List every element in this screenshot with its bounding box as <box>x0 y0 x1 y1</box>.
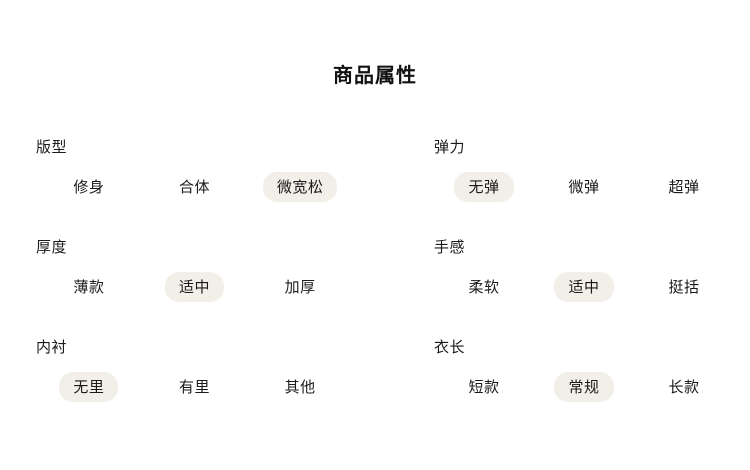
option-cell[interactable]: 加厚 <box>247 272 353 302</box>
attribute-option[interactable]: 柔软 <box>468 278 500 296</box>
option-cell[interactable]: 常规 <box>534 372 634 402</box>
attribute-group-yichang: 衣长 短款 常规 长款 <box>375 336 750 436</box>
attribute-group-label: 版型 <box>36 138 68 156</box>
attribute-option-row: 柔软 适中 挺括 <box>434 272 734 302</box>
option-cell[interactable]: 薄款 <box>36 272 142 302</box>
attribute-option[interactable]: 其他 <box>284 378 316 396</box>
option-cell[interactable]: 修身 <box>36 172 142 202</box>
attribute-option[interactable]: 修身 <box>73 178 105 196</box>
option-cell[interactable]: 适中 <box>142 272 248 302</box>
attribute-option-row: 短款 常规 长款 <box>434 372 734 402</box>
attribute-groups-grid: 版型 修身 合体 微宽松 弹力 无弹 微弹 <box>0 136 750 436</box>
attribute-group-banxing: 版型 修身 合体 微宽松 <box>0 136 375 236</box>
attribute-option[interactable]: 短款 <box>468 378 500 396</box>
option-cell[interactable]: 合体 <box>142 172 248 202</box>
attribute-group-danli: 弹力 无弹 微弹 超弹 <box>375 136 750 236</box>
attribute-option[interactable]: 超弹 <box>668 178 700 196</box>
attribute-group-label: 衣长 <box>434 338 466 356</box>
option-cell[interactable]: 无里 <box>36 372 142 402</box>
option-cell[interactable]: 长款 <box>634 372 734 402</box>
attribute-option[interactable]: 薄款 <box>73 278 105 296</box>
option-cell[interactable]: 超弹 <box>634 172 734 202</box>
attribute-option-selected[interactable]: 微宽松 <box>262 172 338 202</box>
attribute-group-neichen: 内衬 无里 有里 其他 <box>0 336 375 436</box>
attribute-option-selected[interactable]: 无弹 <box>454 172 514 202</box>
attribute-group-label: 弹力 <box>434 138 466 156</box>
option-cell[interactable]: 微弹 <box>534 172 634 202</box>
attribute-option[interactable]: 有里 <box>179 378 211 396</box>
option-cell[interactable]: 无弹 <box>434 172 534 202</box>
option-cell[interactable]: 其他 <box>247 372 353 402</box>
attribute-option[interactable]: 挺括 <box>668 278 700 296</box>
attribute-option-row: 薄款 适中 加厚 <box>36 272 353 302</box>
attribute-group-houdu: 厚度 薄款 适中 加厚 <box>0 236 375 336</box>
attribute-option-selected[interactable]: 适中 <box>554 272 614 302</box>
option-cell[interactable]: 适中 <box>534 272 634 302</box>
attribute-option-row: 无里 有里 其他 <box>36 372 353 402</box>
attribute-option[interactable]: 加厚 <box>284 278 316 296</box>
option-cell[interactable]: 短款 <box>434 372 534 402</box>
attribute-option-selected[interactable]: 无里 <box>59 372 119 402</box>
attribute-group-shougan: 手感 柔软 适中 挺括 <box>375 236 750 336</box>
attribute-option-selected[interactable]: 适中 <box>165 272 225 302</box>
option-cell[interactable]: 有里 <box>142 372 248 402</box>
page-title: 商品属性 <box>333 63 417 87</box>
option-cell[interactable]: 挺括 <box>634 272 734 302</box>
attribute-group-label: 手感 <box>434 238 466 256</box>
attribute-group-label: 厚度 <box>36 238 68 256</box>
attribute-option[interactable]: 合体 <box>179 178 211 196</box>
option-cell[interactable]: 微宽松 <box>247 172 353 202</box>
option-cell[interactable]: 柔软 <box>434 272 534 302</box>
attribute-option[interactable]: 长款 <box>668 378 700 396</box>
attribute-option-row: 无弹 微弹 超弹 <box>434 172 734 202</box>
attribute-option[interactable]: 微弹 <box>568 178 600 196</box>
attribute-group-label: 内衬 <box>36 338 68 356</box>
attribute-option-row: 修身 合体 微宽松 <box>36 172 353 202</box>
attribute-option-selected[interactable]: 常规 <box>554 372 614 402</box>
